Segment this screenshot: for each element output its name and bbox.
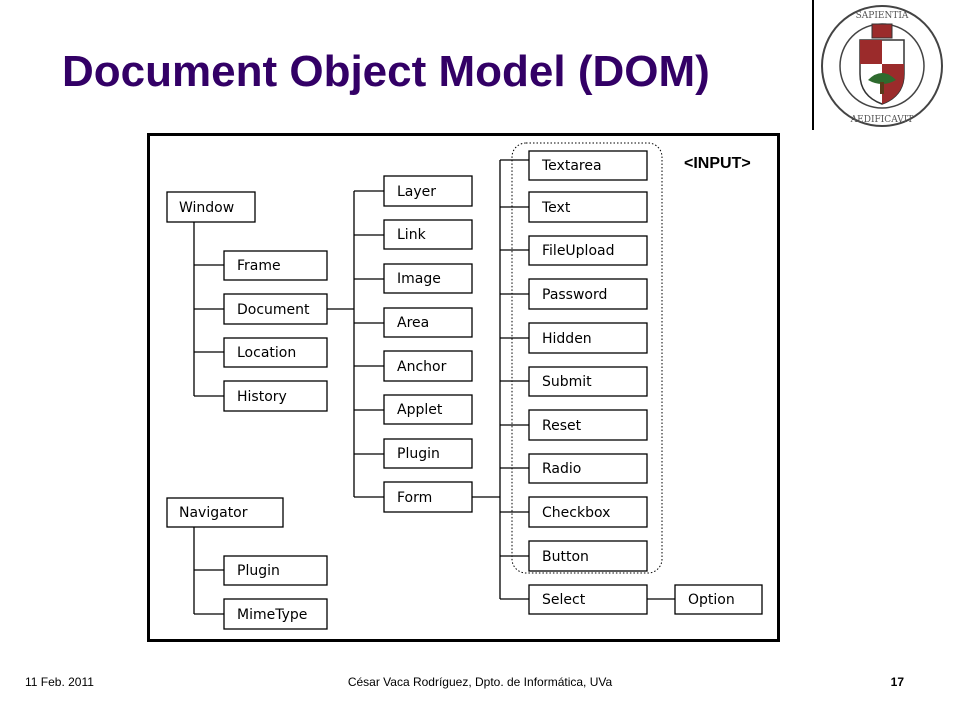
svg-text:Anchor: Anchor — [397, 359, 447, 375]
svg-text:Location: Location — [237, 345, 296, 361]
node-radio: Radio — [528, 453, 648, 484]
svg-text:Text: Text — [541, 200, 571, 216]
input-group-outline — [511, 142, 663, 574]
dom-tree: <INPUT> Window Frame Document Location — [166, 142, 763, 630]
footer-date: 11 Feb. 2011 — [25, 675, 94, 689]
node-mimetype: MimeType — [223, 598, 328, 630]
node-navigator-plugin: Plugin — [223, 555, 328, 586]
dom-diagram: <INPUT> Window Frame Document Location — [147, 133, 780, 642]
svg-text:Hidden: Hidden — [542, 331, 592, 347]
node-fileupload: FileUpload — [528, 235, 648, 266]
svg-text:History: History — [237, 389, 287, 405]
svg-text:Form: Form — [397, 490, 432, 506]
node-link: Link — [383, 219, 473, 250]
svg-text:Navigator: Navigator — [179, 505, 248, 521]
university-seal-logo: SAPIENTIA AEDIFICAVIT — [821, 5, 943, 127]
header-divider — [812, 0, 814, 130]
slide-title: Document Object Model (DOM) — [62, 47, 710, 96]
page-number: 17 — [890, 675, 904, 689]
svg-text:SAPIENTIA: SAPIENTIA — [856, 11, 909, 21]
svg-text:Image: Image — [397, 271, 441, 287]
svg-text:Radio: Radio — [542, 461, 581, 477]
node-checkbox: Checkbox — [528, 496, 648, 528]
node-layer: Layer — [383, 175, 473, 207]
footer-author: César Vaca Rodríguez, Dpto. de Informáti… — [347, 675, 613, 689]
node-select: Select — [528, 584, 648, 615]
svg-text:AEDIFICAVIT: AEDIFICAVIT — [850, 115, 914, 125]
node-textarea: Textarea — [528, 150, 648, 181]
svg-text:Password: Password — [542, 287, 607, 303]
svg-text:Frame: Frame — [237, 258, 281, 274]
svg-text:Plugin: Plugin — [397, 446, 440, 462]
svg-text:Applet: Applet — [397, 402, 443, 418]
svg-text:Select: Select — [542, 592, 586, 608]
svg-text:Document: Document — [237, 302, 310, 318]
node-password: Password — [528, 278, 648, 310]
svg-text:Link: Link — [397, 227, 427, 243]
node-anchor: Anchor — [383, 350, 473, 382]
node-frame: Frame — [223, 250, 328, 281]
svg-text:Button: Button — [542, 549, 589, 565]
connectors — [193, 159, 675, 615]
node-window: Window — [166, 191, 256, 223]
node-button: Button — [528, 540, 648, 572]
node-option: Option — [674, 584, 763, 615]
svg-text:Layer: Layer — [397, 184, 436, 200]
node-submit: Submit — [528, 366, 648, 397]
node-hidden: Hidden — [528, 322, 648, 354]
svg-text:Textarea: Textarea — [541, 158, 602, 174]
node-form: Form — [383, 481, 473, 513]
svg-text:Checkbox: Checkbox — [542, 505, 610, 521]
input-group-label: <INPUT> — [684, 155, 751, 172]
svg-text:Option: Option — [688, 592, 735, 608]
node-text: Text — [528, 191, 648, 223]
node-location: Location — [223, 337, 328, 368]
node-applet: Applet — [383, 394, 473, 425]
svg-text:Plugin: Plugin — [237, 563, 280, 579]
node-document: Document — [223, 293, 328, 325]
node-image: Image — [383, 263, 473, 294]
node-document-plugin: Plugin — [383, 438, 473, 469]
svg-text:Window: Window — [179, 200, 234, 216]
node-history: History — [223, 380, 328, 412]
svg-text:MimeType: MimeType — [237, 607, 307, 623]
svg-text:FileUpload: FileUpload — [542, 243, 614, 259]
svg-text:Area: Area — [397, 315, 429, 331]
node-area: Area — [383, 307, 473, 338]
node-navigator: Navigator — [166, 497, 284, 528]
node-reset: Reset — [528, 409, 648, 441]
svg-text:Submit: Submit — [542, 374, 592, 390]
svg-text:Reset: Reset — [542, 418, 582, 434]
